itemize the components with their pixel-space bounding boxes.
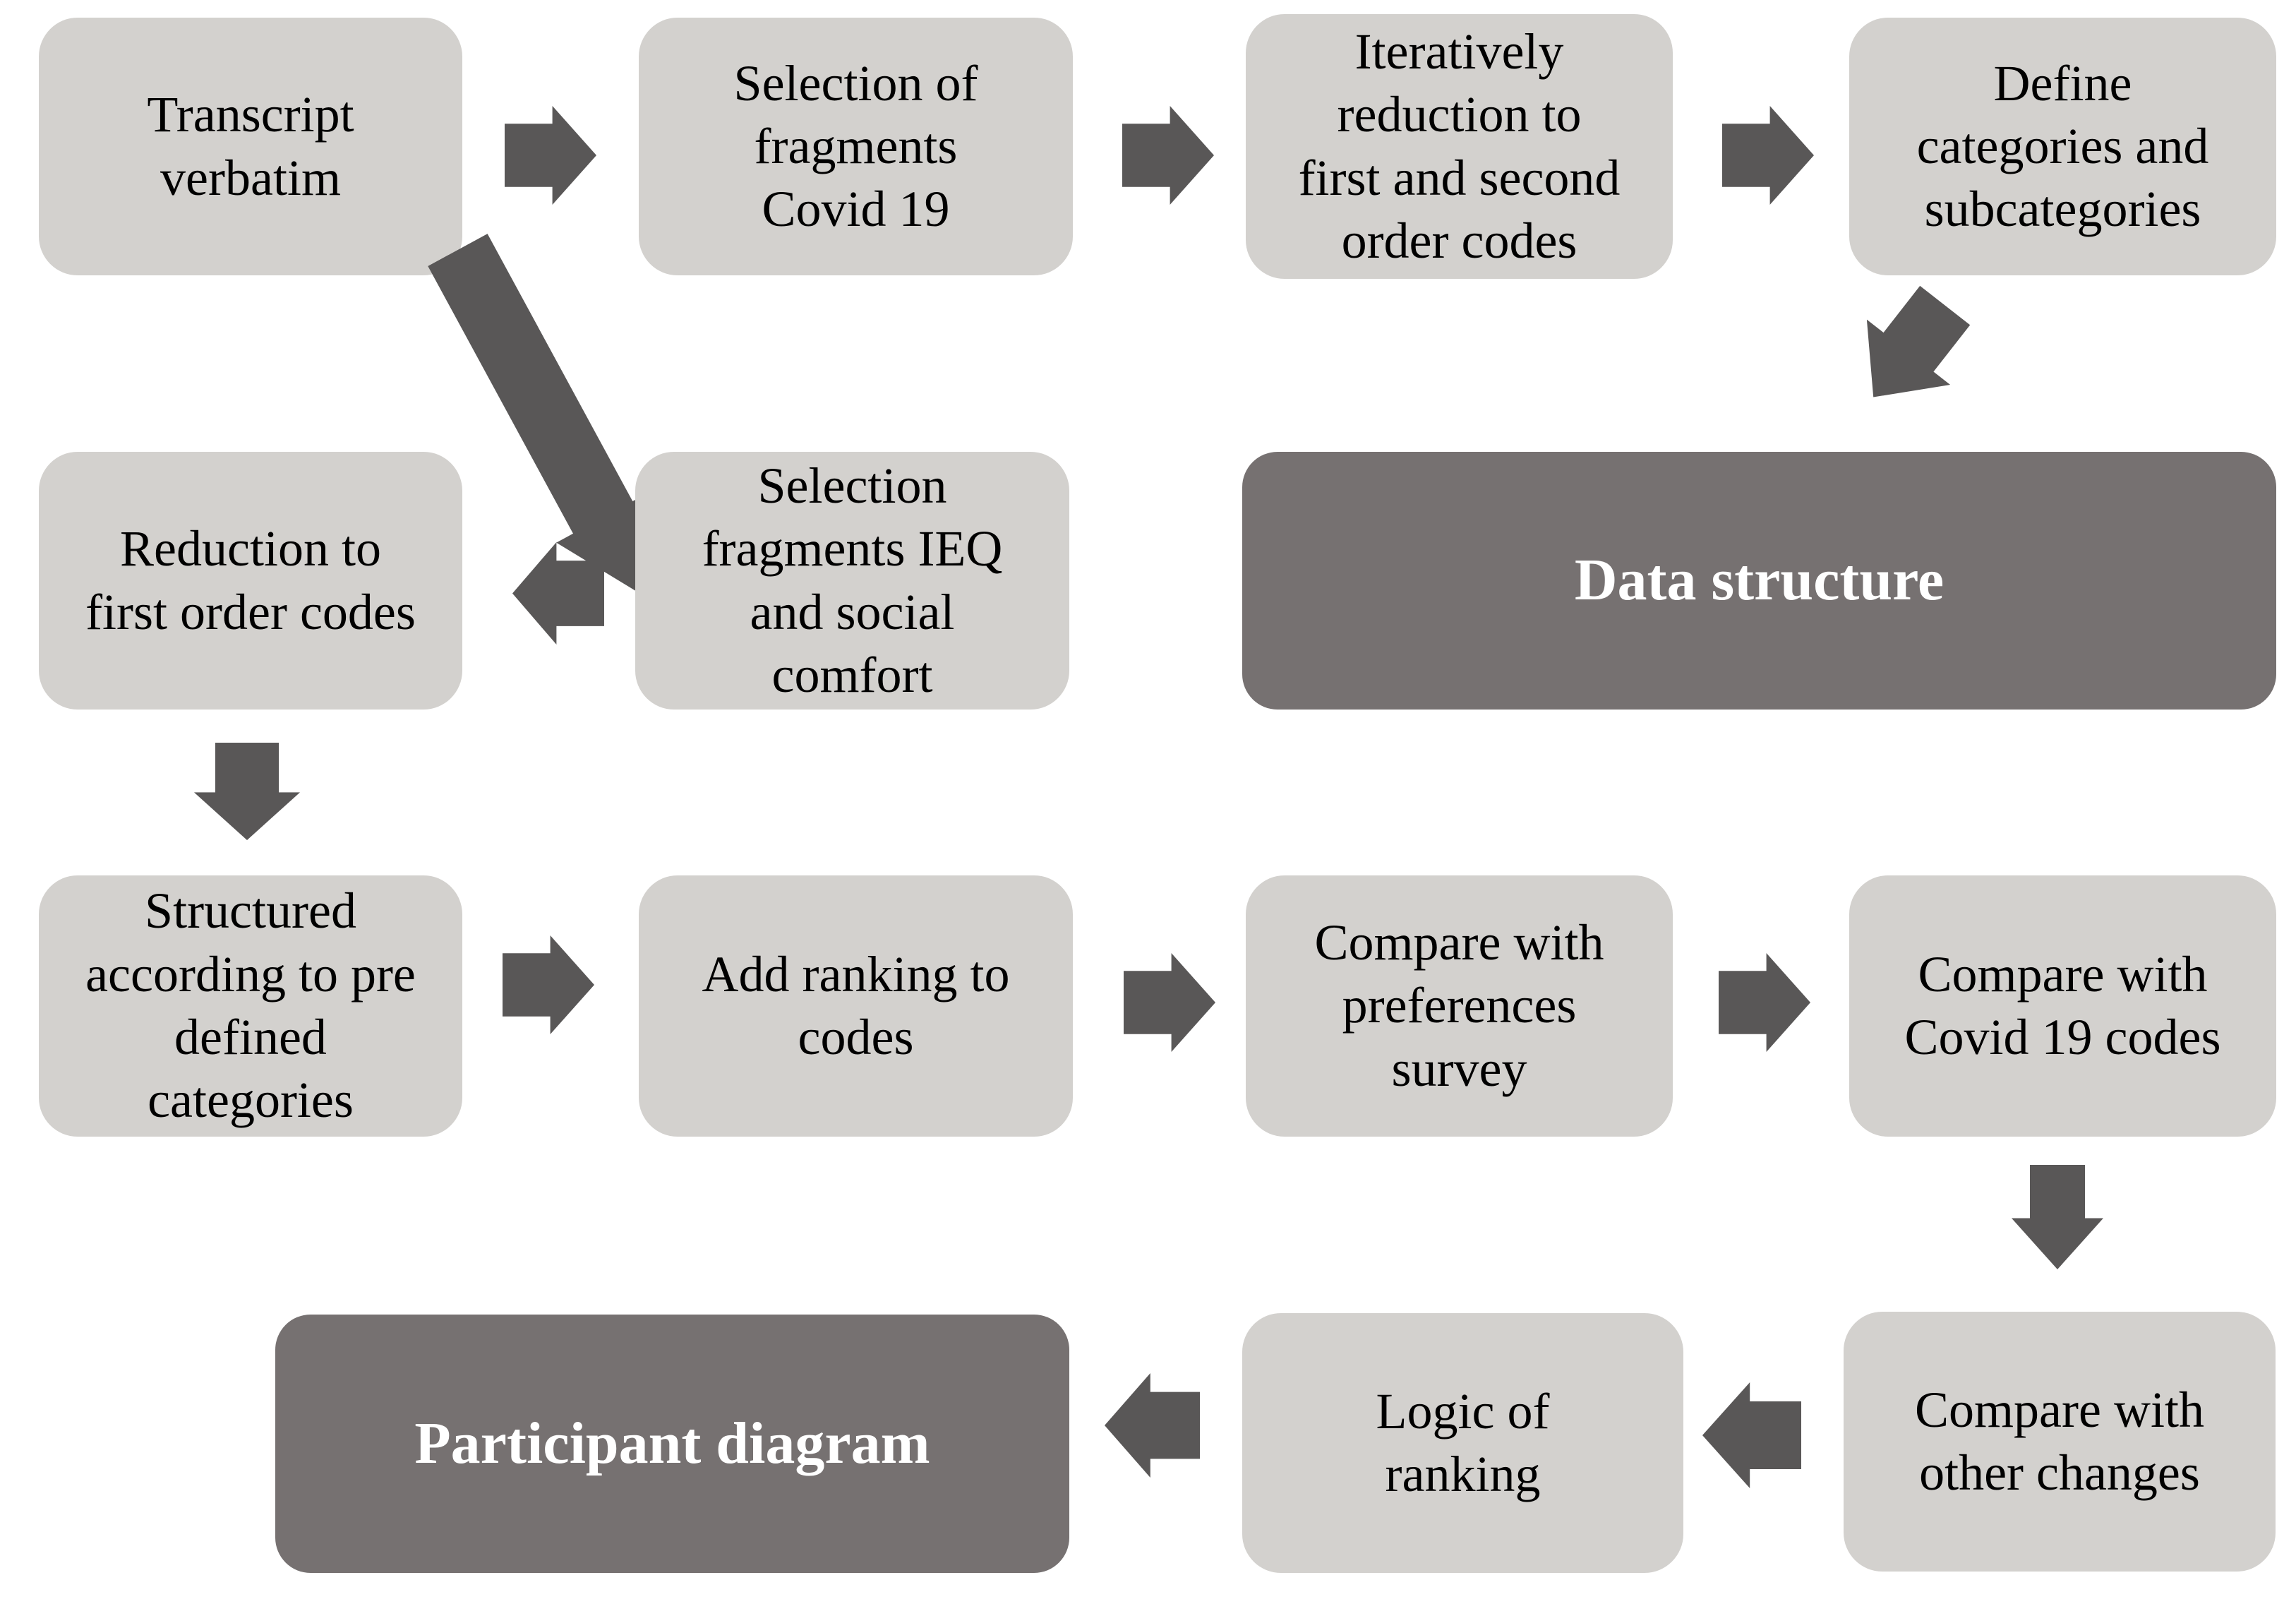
box-logic-of-ranking: Logic of ranking [1242, 1313, 1683, 1573]
arrow-right-icon [1124, 953, 1215, 1052]
arrow-right-icon [505, 106, 596, 205]
arrow-down-left-icon [1832, 273, 1987, 429]
box-reduction-first-order-codes: Reduction to first order codes [39, 452, 462, 710]
arrow-left-icon [1702, 1382, 1801, 1488]
box-iteratively-reduction-codes: Iteratively reduction to first and secon… [1246, 14, 1673, 279]
box-data-structure: Data structure [1242, 452, 2276, 710]
arrow-right-icon [1719, 953, 1810, 1052]
box-selection-fragments-covid: Selection of fragments Covid 19 [639, 18, 1073, 275]
box-selection-fragments-ieq: Selection fragments IEQ and social comfo… [635, 452, 1069, 710]
arrow-right-icon [1722, 106, 1814, 205]
arrow-down-icon [194, 743, 300, 840]
box-participant-diagram: Participant diagram [275, 1315, 1069, 1573]
box-structured-predefined-categories: Structured according to pre defined cate… [39, 875, 462, 1137]
arrow-left-icon [1105, 1373, 1200, 1478]
box-compare-covid19-codes: Compare with Covid 19 codes [1849, 875, 2276, 1137]
box-compare-preferences-survey: Compare with preferences survey [1246, 875, 1673, 1137]
arrow-down-icon [2012, 1165, 2103, 1269]
arrow-right-icon [503, 935, 594, 1034]
box-transcript-verbatim: Transcript verbatim [39, 18, 462, 275]
box-define-categories-subcategories: Define categories and subcategories [1849, 18, 2276, 275]
box-add-ranking-to-codes: Add ranking to codes [639, 875, 1073, 1137]
arrow-right-icon [1122, 106, 1214, 205]
box-compare-other-changes: Compare with other changes [1844, 1312, 2276, 1572]
